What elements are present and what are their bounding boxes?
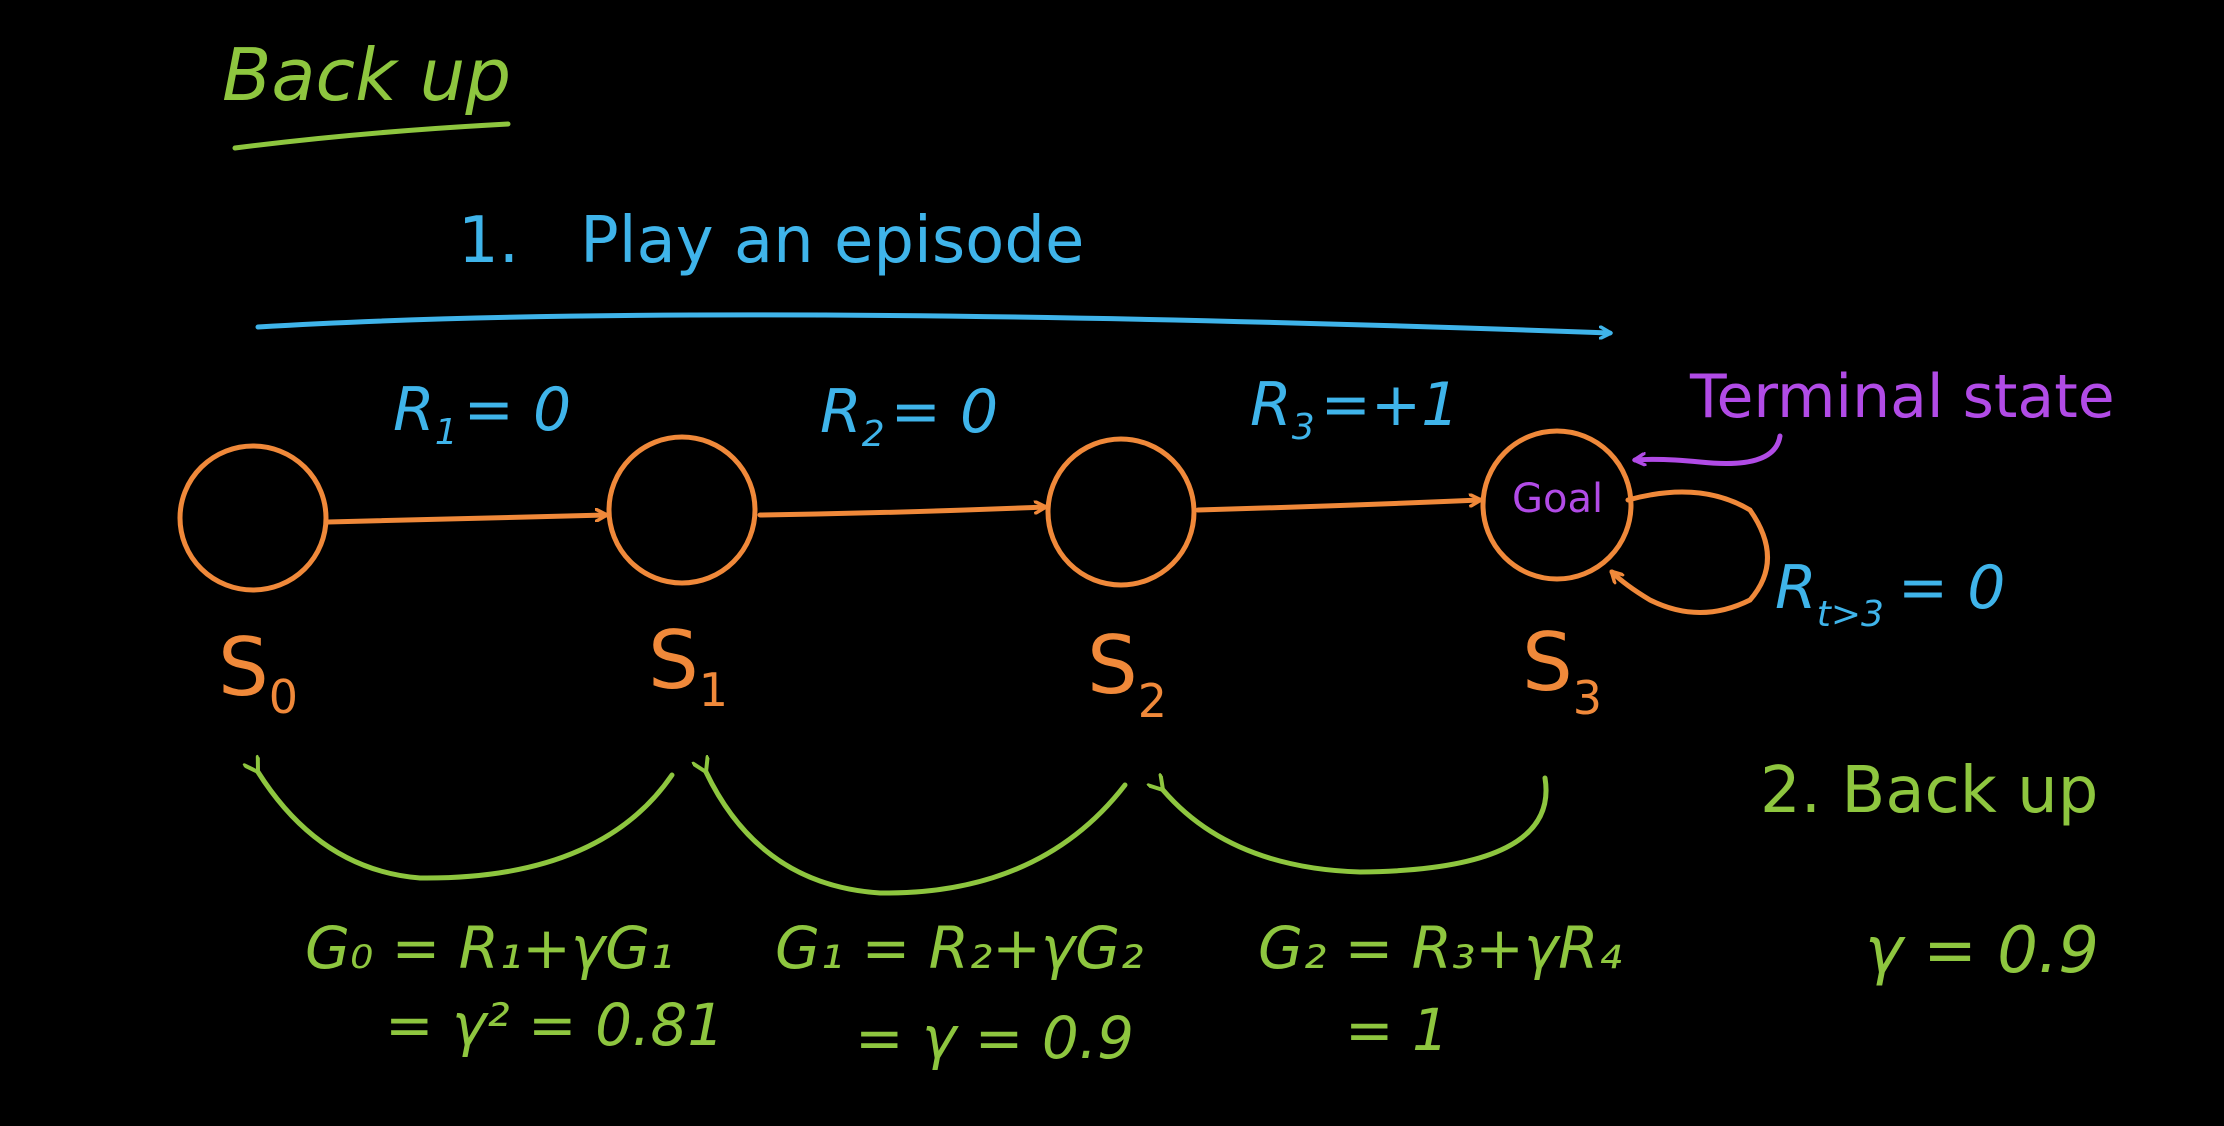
title-underline bbox=[232, 121, 511, 151]
state-node-s0 bbox=[177, 443, 329, 593]
return-g1-line1: G₁ = R₂+γG₂ bbox=[775, 914, 1143, 982]
return-g0-line1: G₀ = R₁+γG₁ bbox=[305, 914, 673, 982]
state-label-s3: S3 bbox=[1522, 616, 1602, 725]
transition-arrow-s2-s3 bbox=[1195, 500, 1480, 513]
state-label-s1: S1 bbox=[648, 614, 728, 717]
transition-arrow-s1-s2 bbox=[757, 507, 1045, 518]
page-title: Back up bbox=[222, 33, 511, 117]
reward-label-2: R2= 0 bbox=[820, 377, 998, 455]
reward-label-1: R1= 0 bbox=[393, 375, 571, 453]
reward-label-3: R3=+1 bbox=[1250, 370, 1459, 448]
svg-text:S1: S1 bbox=[648, 614, 728, 717]
episode-arrow bbox=[255, 312, 1610, 333]
state-node-s2 bbox=[1045, 436, 1197, 588]
transition-arrow-s0-s1 bbox=[325, 515, 606, 525]
backup-arrow-s2-to-s1 bbox=[706, 772, 1128, 896]
return-g1-line2: = γ = 0.9 bbox=[855, 1004, 1134, 1072]
episode-label: 1. Play an episode bbox=[458, 204, 1084, 278]
svg-text:R3=+1: R3=+1 bbox=[1250, 370, 1459, 448]
backup-label: 2. Back up bbox=[1760, 754, 2098, 828]
svg-text:S3: S3 bbox=[1522, 616, 1602, 725]
svg-text:Rt>3= 0: Rt>3= 0 bbox=[1775, 553, 2005, 635]
return-g2-line2: = 1 bbox=[1345, 996, 1449, 1064]
goal-label: Goal bbox=[1512, 476, 1603, 522]
return-g2-line1: G₂ = R₃+γR₄ bbox=[1258, 914, 1622, 982]
state-node-s1 bbox=[606, 434, 758, 586]
terminal-state-label: Terminal state bbox=[1689, 362, 2115, 432]
state-label-s2: S2 bbox=[1087, 619, 1167, 728]
terminal-self-loop bbox=[1609, 489, 1770, 615]
gamma-value: γ = 0.9 bbox=[1865, 914, 2099, 988]
svg-text:R2= 0: R2= 0 bbox=[820, 377, 998, 455]
return-g0-line2: = γ² = 0.81 bbox=[385, 991, 724, 1059]
svg-text:R1= 0: R1= 0 bbox=[393, 375, 571, 453]
state-label-s0: S0 bbox=[218, 621, 298, 724]
svg-text:S0: S0 bbox=[218, 621, 298, 724]
state-node-s3-goal bbox=[1480, 428, 1634, 582]
backup-arrow-s3-to-s2 bbox=[1163, 778, 1549, 875]
svg-text:S2: S2 bbox=[1087, 619, 1167, 728]
loop-reward-label: Rt>3= 0 bbox=[1775, 553, 2005, 635]
backup-arrow-s1-to-s0 bbox=[258, 772, 675, 881]
terminal-pointer-arrow bbox=[1635, 433, 1783, 464]
